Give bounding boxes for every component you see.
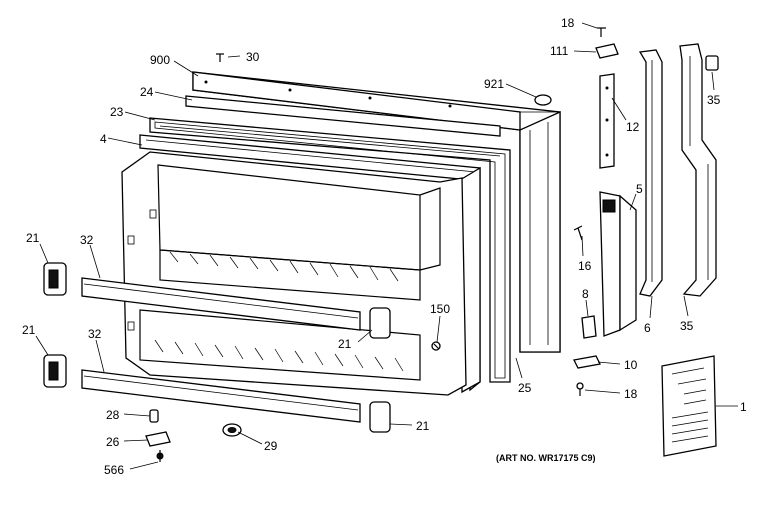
screw-18-top bbox=[597, 27, 606, 37]
callout-900: 900 bbox=[150, 53, 170, 67]
hinge-cover-111 bbox=[595, 43, 619, 59]
callout-21-right-upper: 21 bbox=[338, 337, 352, 351]
callout-1: 1 bbox=[740, 400, 747, 414]
callout-32-upper: 32 bbox=[80, 233, 94, 247]
clip-10 bbox=[573, 355, 601, 369]
door-gasket bbox=[149, 95, 511, 383]
callout-6: 6 bbox=[644, 321, 651, 335]
screw-30 bbox=[216, 53, 224, 62]
outer-door-panel bbox=[192, 71, 561, 353]
callout-5: 5 bbox=[636, 182, 643, 196]
pin-28 bbox=[149, 409, 159, 423]
screw-18-bottom bbox=[576, 382, 584, 396]
callout-10: 10 bbox=[624, 358, 638, 372]
bracket-26 bbox=[145, 431, 171, 447]
art-number: (ART NO. WR17175 C9) bbox=[496, 453, 596, 463]
screw-566 bbox=[156, 450, 164, 462]
screw-16 bbox=[573, 225, 583, 241]
end-cap-right-lower bbox=[369, 401, 391, 433]
owners-manual-1 bbox=[661, 355, 717, 457]
callout-18-top: 18 bbox=[561, 16, 575, 30]
callout-35-handle: 35 bbox=[680, 319, 694, 333]
callout-150: 150 bbox=[430, 302, 450, 316]
callout-labels: 18 111 900 30 921 35 24 23 12 4 5 21 32 … bbox=[22, 16, 747, 477]
shelf-bar-lower bbox=[81, 369, 361, 423]
callout-35-cap: 35 bbox=[707, 93, 721, 107]
callout-4: 4 bbox=[100, 132, 107, 146]
inner-liner bbox=[121, 151, 467, 396]
handle-6 bbox=[638, 49, 663, 297]
callout-16: 16 bbox=[578, 259, 592, 273]
callout-24: 24 bbox=[140, 85, 154, 99]
callout-28: 28 bbox=[106, 408, 120, 422]
plug-921 bbox=[534, 94, 552, 106]
callout-30: 30 bbox=[246, 50, 260, 64]
handle-35 bbox=[679, 43, 717, 297]
callout-29: 29 bbox=[264, 439, 278, 453]
shelf-bar-upper bbox=[81, 277, 361, 331]
callout-18-bottom: 18 bbox=[624, 387, 638, 401]
bracket-8 bbox=[581, 315, 597, 339]
callout-921: 921 bbox=[484, 77, 504, 91]
callout-566: 566 bbox=[104, 463, 124, 477]
callout-21-left-upper: 21 bbox=[26, 231, 40, 245]
callout-32-lower: 32 bbox=[88, 327, 102, 341]
callout-12: 12 bbox=[626, 120, 640, 134]
callout-25: 25 bbox=[518, 381, 532, 395]
callout-21-left-lower: 21 bbox=[22, 323, 36, 337]
handle-cap-35 bbox=[705, 55, 719, 71]
bracket-5 bbox=[599, 191, 637, 337]
leader-lines bbox=[35, 22, 738, 470]
callout-23: 23 bbox=[110, 105, 124, 119]
grommet-29 bbox=[222, 423, 242, 437]
callout-26: 26 bbox=[106, 435, 120, 449]
callout-8: 8 bbox=[582, 287, 589, 301]
callout-111: 111 bbox=[550, 44, 569, 58]
callout-21-right-lower: 21 bbox=[416, 419, 430, 433]
end-cap-right-upper bbox=[369, 307, 391, 339]
screw-150 bbox=[431, 341, 441, 351]
